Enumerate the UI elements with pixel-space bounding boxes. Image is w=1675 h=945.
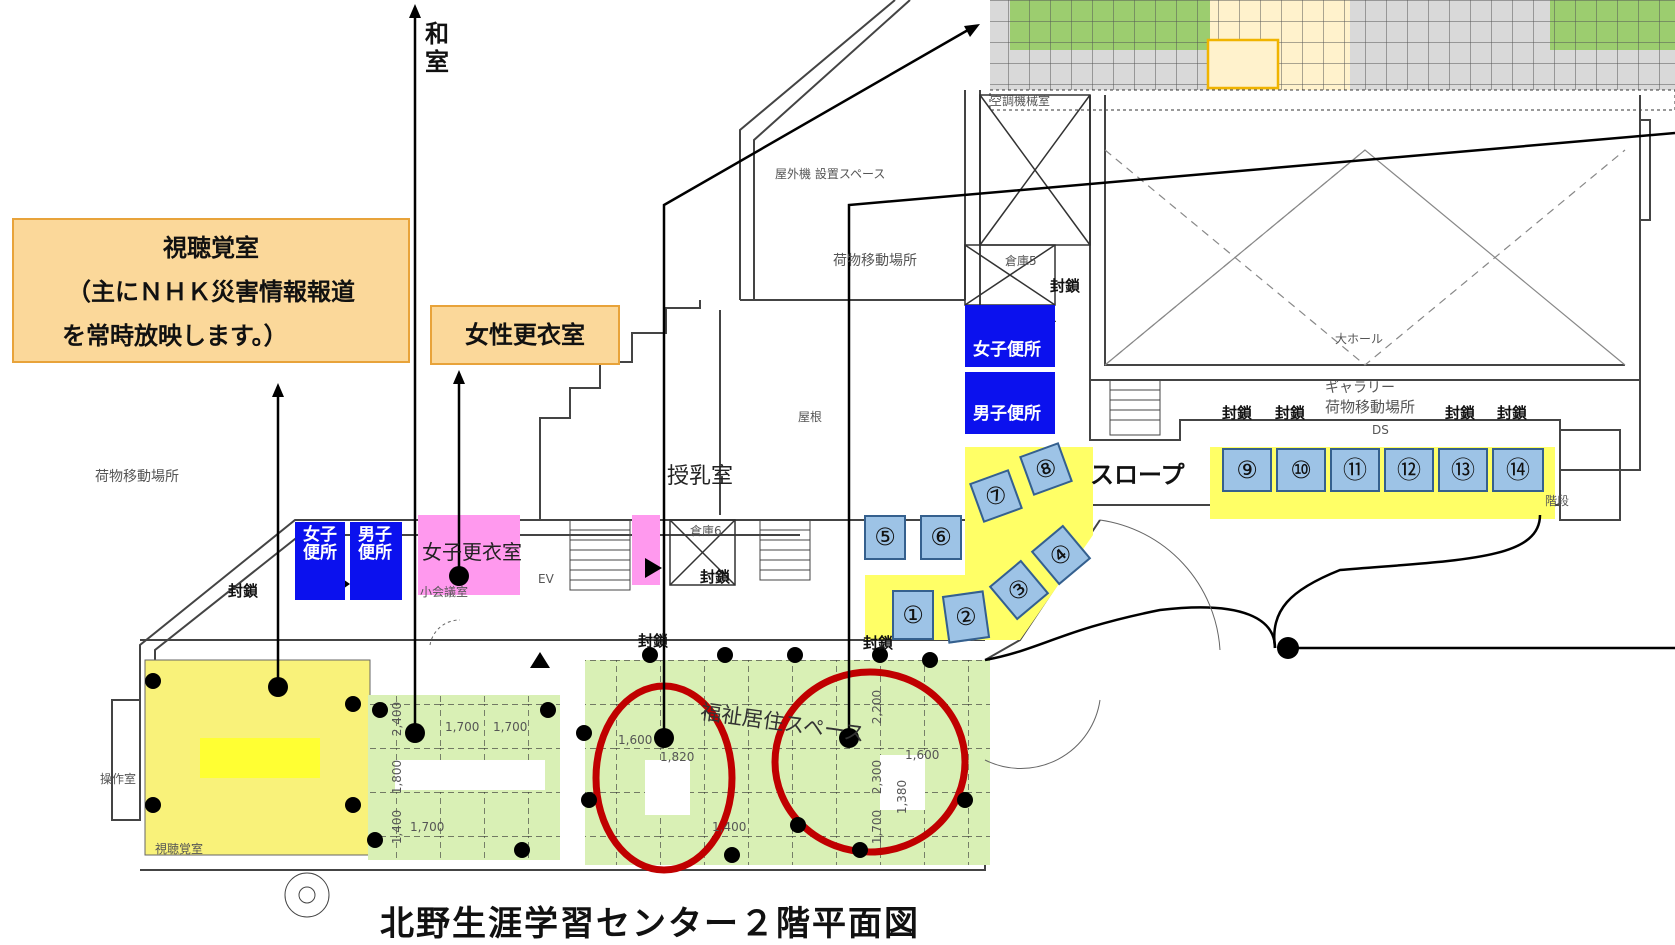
japanese-room-label: 和 室 bbox=[425, 20, 449, 76]
sealed-label-5: 封鎖 bbox=[1050, 277, 1081, 295]
av-room-callout-title: 視聴覚室 bbox=[163, 234, 259, 262]
booth-2: ② bbox=[941, 590, 991, 644]
big-hall-label: 大ホール bbox=[1335, 332, 1384, 346]
sealed-label-4: 封鎖 bbox=[863, 634, 894, 652]
booth-11: ⑪ bbox=[1330, 448, 1380, 492]
arrow-heads bbox=[272, 4, 980, 397]
dim-label-8: 1,820 bbox=[660, 750, 695, 764]
changing-room-area bbox=[418, 515, 520, 595]
nursing-room-label: 授乳室 bbox=[667, 464, 734, 489]
booth-12: ⑫ bbox=[1384, 448, 1434, 492]
dim-label-13: 1,700 bbox=[870, 809, 885, 845]
small-meeting-label: 小会議室 bbox=[420, 585, 469, 599]
door-swings bbox=[429, 519, 1221, 769]
living-space-circle-right bbox=[771, 668, 969, 856]
mens-wc-small-line1: 男子 bbox=[358, 525, 392, 545]
screen-area bbox=[200, 738, 320, 778]
av-room-callout-line2: （主にＮＨＫ災害情報報道 bbox=[67, 278, 355, 306]
ev-label: EV bbox=[538, 572, 554, 586]
booth-1: ① bbox=[892, 590, 934, 640]
sealed-label-9: 封鎖 bbox=[1497, 404, 1528, 422]
ds-label: DS bbox=[1372, 423, 1389, 437]
dim-label-4: 1,800 bbox=[390, 759, 405, 795]
tatami-rooms bbox=[368, 660, 990, 865]
dim-label-3: 1,700 bbox=[493, 720, 528, 734]
womens-wc-small-line2: 便所 bbox=[303, 543, 337, 563]
roof-label: 屋根 bbox=[798, 410, 823, 424]
dim-label-10: 2,200 bbox=[870, 689, 885, 725]
sealed-label-1: 封鎖 bbox=[228, 582, 259, 600]
outdoor-unit-label: 屋外機 設置スペース bbox=[775, 167, 886, 181]
sealed-label-3: 封鎖 bbox=[700, 568, 731, 586]
slope-label: スロープ bbox=[1090, 461, 1185, 489]
changing-room-label: 女子更衣室 bbox=[422, 540, 522, 564]
mens-wc-small-line2: 便所 bbox=[358, 543, 392, 563]
booth-9: ⑨ bbox=[1222, 448, 1272, 492]
mens-wc-small: 男子 便所 bbox=[350, 522, 402, 600]
womens-wc-small: 女子 便所 bbox=[295, 522, 345, 600]
women-changing-callout: 女性更衣室 bbox=[430, 305, 620, 365]
dim-label-9: 1,400 bbox=[712, 820, 747, 834]
sealed-label-2: 封鎖 bbox=[638, 632, 669, 650]
booth-14: ⑭ bbox=[1492, 448, 1544, 492]
booth-6: ⑥ bbox=[920, 515, 962, 560]
gallery-label: ギャラリー bbox=[1325, 380, 1395, 396]
air-duct-label: 空調機械室 bbox=[990, 94, 1051, 108]
booth-13: ⑬ bbox=[1438, 448, 1488, 492]
av-room-callout: 視聴覚室 （主にＮＨＫ災害情報報道 を常時放映します。） bbox=[12, 218, 410, 363]
storage-area bbox=[669, 94, 1091, 586]
page-title: 北野生涯学習センター２階平面図 bbox=[380, 904, 920, 944]
gallery-cargo-label: 荷物移動場所 bbox=[1325, 398, 1416, 416]
sealed-label-7: 封鎖 bbox=[1275, 404, 1306, 422]
cargo-label-left: 荷物移動場所 bbox=[95, 469, 179, 485]
dim-label-14: 1,380 bbox=[895, 779, 910, 815]
dim-label-12: 1,600 bbox=[905, 748, 940, 762]
booth-5: ⑤ bbox=[864, 515, 906, 560]
marker-dots bbox=[145, 566, 1299, 863]
sealed-label-8: 封鎖 bbox=[1445, 404, 1476, 422]
womens-wc: 女子便所 bbox=[965, 305, 1055, 367]
dim-label-11: 2,300 bbox=[870, 759, 885, 795]
dim-label-6: 1,700 bbox=[410, 820, 445, 834]
leader-lines bbox=[276, 14, 1675, 738]
av-room-callout-line3: を常時放映します。） bbox=[62, 322, 288, 350]
dim-label-2: 1,700 bbox=[445, 720, 480, 734]
dim-label-7: 1,600 bbox=[618, 733, 653, 747]
stairs-label: 階段 bbox=[1545, 494, 1570, 508]
cargo-label-top: 荷物移動場所 bbox=[833, 253, 917, 269]
hall-structure bbox=[1104, 149, 1626, 366]
dim-label-1: 2,400 bbox=[390, 701, 405, 737]
building-outline bbox=[111, 0, 1651, 871]
av-room-plan-label: 視聴覚室 bbox=[155, 842, 204, 856]
operation-room-label: 操作室 bbox=[100, 772, 137, 786]
terrace-grid bbox=[989, 0, 1675, 111]
mens-wc: 男子便所 bbox=[965, 372, 1055, 434]
sealed-label-6: 封鎖 bbox=[1222, 404, 1253, 422]
booth-10: ⑩ bbox=[1276, 448, 1326, 492]
storage6-label: 倉庫6 bbox=[690, 524, 722, 538]
womens-wc-small-line1: 女子 bbox=[303, 525, 337, 545]
storage5-label: 倉庫5 bbox=[1005, 254, 1037, 268]
stairs bbox=[284, 379, 1161, 918]
dim-label-5: 1,400 bbox=[390, 809, 405, 845]
